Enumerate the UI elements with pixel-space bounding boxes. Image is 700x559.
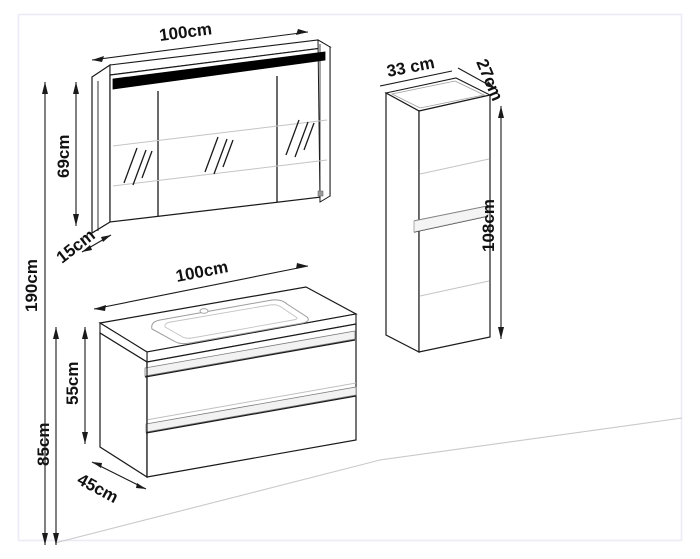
mirror-cabinet-side-panel	[91, 63, 111, 235]
dim-total-height-arrow-bottom	[42, 533, 48, 545]
dim-label-vanity-height: 55cm	[63, 362, 82, 405]
dim-vanity-height: 55cm	[63, 327, 88, 444]
dim-tall-height: 108cm	[479, 106, 504, 339]
dim-mirror-depth-arrow-b	[101, 235, 111, 242]
led-strip	[112, 51, 326, 90]
dim-mount-height-arrow-bottom	[53, 533, 59, 545]
dim-total-height: 190cm	[22, 82, 48, 545]
mirror-reflection-marks-door2	[204, 136, 234, 175]
dim-mirror-height-arrow-top	[73, 82, 79, 94]
vanity-drawer1-handle-face	[144, 330, 356, 377]
dim-tall-height-arrow-bottom	[498, 327, 504, 339]
dim-mirror-width-line	[91, 31, 309, 61]
dim-tall-width-line	[379, 70, 453, 87]
dim-vanity-width-line	[93, 265, 309, 310]
dim-mirror-height: 69cm	[54, 82, 79, 226]
basin-bowl-inner-outline	[164, 304, 298, 339]
basin-tap-hole	[199, 308, 209, 314]
mirror-shelf-line-2	[112, 159, 328, 187]
dim-vanity-depth-arrow-a	[92, 462, 102, 468]
mirror-cabinet-right-return	[317, 39, 331, 203]
dim-vanity-height-arrow-bottom	[82, 432, 88, 444]
dim-mount-height: 85cm	[34, 327, 59, 545]
dim-label-mirror-width: 100cm	[158, 19, 213, 45]
vanity-unit	[98, 286, 358, 479]
page-border	[17, 13, 683, 542]
dim-vanity-width-arrow-left	[94, 305, 106, 311]
mirror-shelf-line-1	[112, 119, 328, 147]
tall-cabinet	[384, 77, 492, 353]
mirror-reflection-marks-door1	[123, 147, 153, 186]
dim-mount-height-arrow-top	[53, 327, 59, 339]
dim-tall-height-arrow-top	[498, 106, 504, 118]
dim-vanity-depth-arrow-b	[136, 483, 146, 489]
dim-vanity-height-arrow-top	[82, 327, 88, 339]
dim-tall-width: 33 cm	[379, 53, 453, 87]
vanity-drawer1-handle-line	[144, 339, 356, 378]
dim-mirror-height-arrow-bottom	[73, 214, 79, 226]
dim-total-height-arrow-top	[42, 82, 48, 94]
vanity-drawer-split	[145, 382, 357, 421]
dim-label-tall-width: 33 cm	[385, 53, 436, 81]
vanity-drawer2-handle-face	[145, 386, 357, 433]
mirror-reflection-marks-door3	[285, 119, 315, 158]
dim-mirror-width-arrow-left	[92, 56, 104, 62]
tall-cabinet-panel-line-2	[419, 280, 490, 297]
dim-mirror-depth: 15cm	[53, 225, 112, 267]
mirror-cabinet-hinge-nib	[317, 190, 324, 197]
tall-cabinet-handle-face	[413, 205, 489, 233]
mirror-cabinet	[91, 39, 332, 235]
dim-mirror-depth-arrow-a	[82, 245, 92, 252]
dim-mirror-width-arrow-right	[296, 29, 308, 35]
dim-label-mirror-height: 69cm	[54, 135, 73, 178]
vanity-drawer2-handle-line	[145, 395, 357, 434]
dim-label-total-height: 190cm	[22, 259, 41, 312]
dim-tall-depth-arrow	[486, 81, 496, 89]
dim-label-mount-height: 85cm	[34, 423, 53, 466]
dim-vanity-width-arrow-right	[296, 263, 308, 269]
dim-label-vanity-depth: 45cm	[74, 470, 121, 507]
tall-cabinet-panel-line-1	[419, 158, 490, 175]
dim-label-tall-height: 108cm	[479, 199, 498, 252]
dim-label-vanity-width: 100cm	[174, 257, 230, 286]
floor-line	[54, 417, 683, 544]
tall-cabinet-top-inner-rim	[390, 80, 486, 109]
